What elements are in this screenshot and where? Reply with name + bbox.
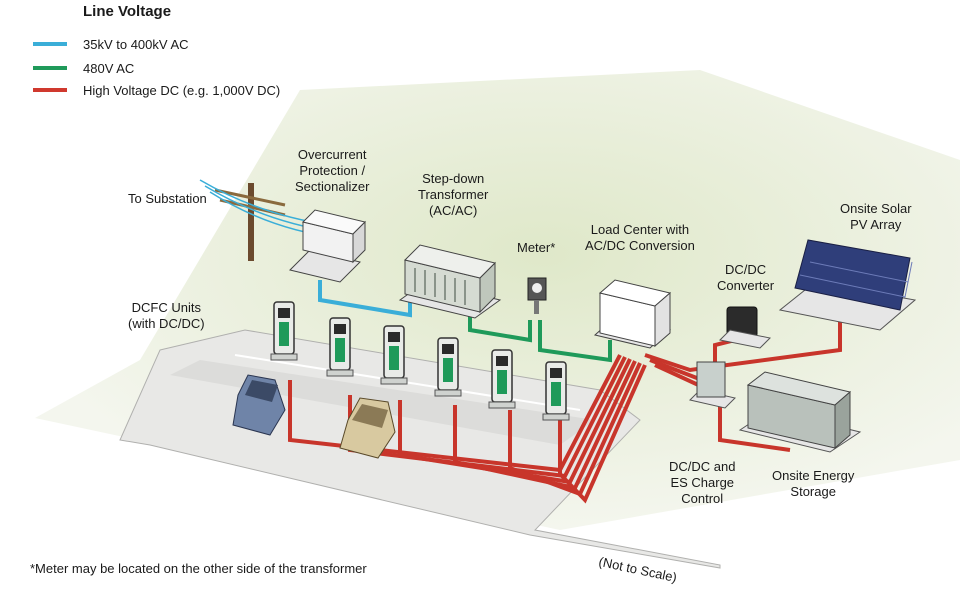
legend-swatch [33, 42, 67, 46]
overcurrent-protection-unit [289, 209, 366, 283]
load-center [593, 279, 672, 349]
dcfc-charger-unit [434, 337, 462, 397]
label-meter: Meter* [517, 240, 556, 255]
legend-item-hv-ac: 35kV to 400kV AC [33, 35, 189, 53]
dcfc-charger-unit [326, 317, 354, 377]
car-tan [339, 397, 396, 459]
legend-item-lv-ac: 480V AC [33, 59, 134, 77]
step-down-transformer [398, 244, 502, 319]
dcdc-es-control-unit [689, 361, 736, 409]
label-dcfc-units: DCFC Units(with DC/DC) [128, 300, 205, 331]
hvdc-lines [288, 320, 842, 504]
legend-label: High Voltage DC (e.g. 1,000V DC) [83, 82, 281, 98]
legend-swatch [33, 88, 67, 92]
dcfc-chargers [270, 301, 570, 421]
energy-storage-container [738, 371, 862, 453]
dcfc-charger-unit [380, 325, 408, 385]
legend-item-hvdc: High Voltage DC (e.g. 1,000V DC) [33, 81, 280, 99]
legend-title: Line Voltage [83, 3, 172, 20]
dcfc-charger-unit [488, 349, 516, 409]
label-to-substation: To Substation [128, 191, 207, 206]
legend-label: 35kV to 400kV AC [83, 36, 189, 52]
car-blue [232, 374, 286, 436]
footnote: *Meter may be located on the other side … [30, 561, 367, 576]
legend-swatch [33, 66, 67, 70]
dcfc-charger-unit [270, 301, 298, 361]
meter-device [527, 277, 547, 314]
legend-label: 480V AC [83, 60, 135, 76]
solar-pv-array [778, 239, 917, 331]
dcfc-charger-unit [542, 361, 570, 421]
lv-ac-line [468, 310, 612, 363]
dcdc-converter-unit [718, 306, 772, 349]
